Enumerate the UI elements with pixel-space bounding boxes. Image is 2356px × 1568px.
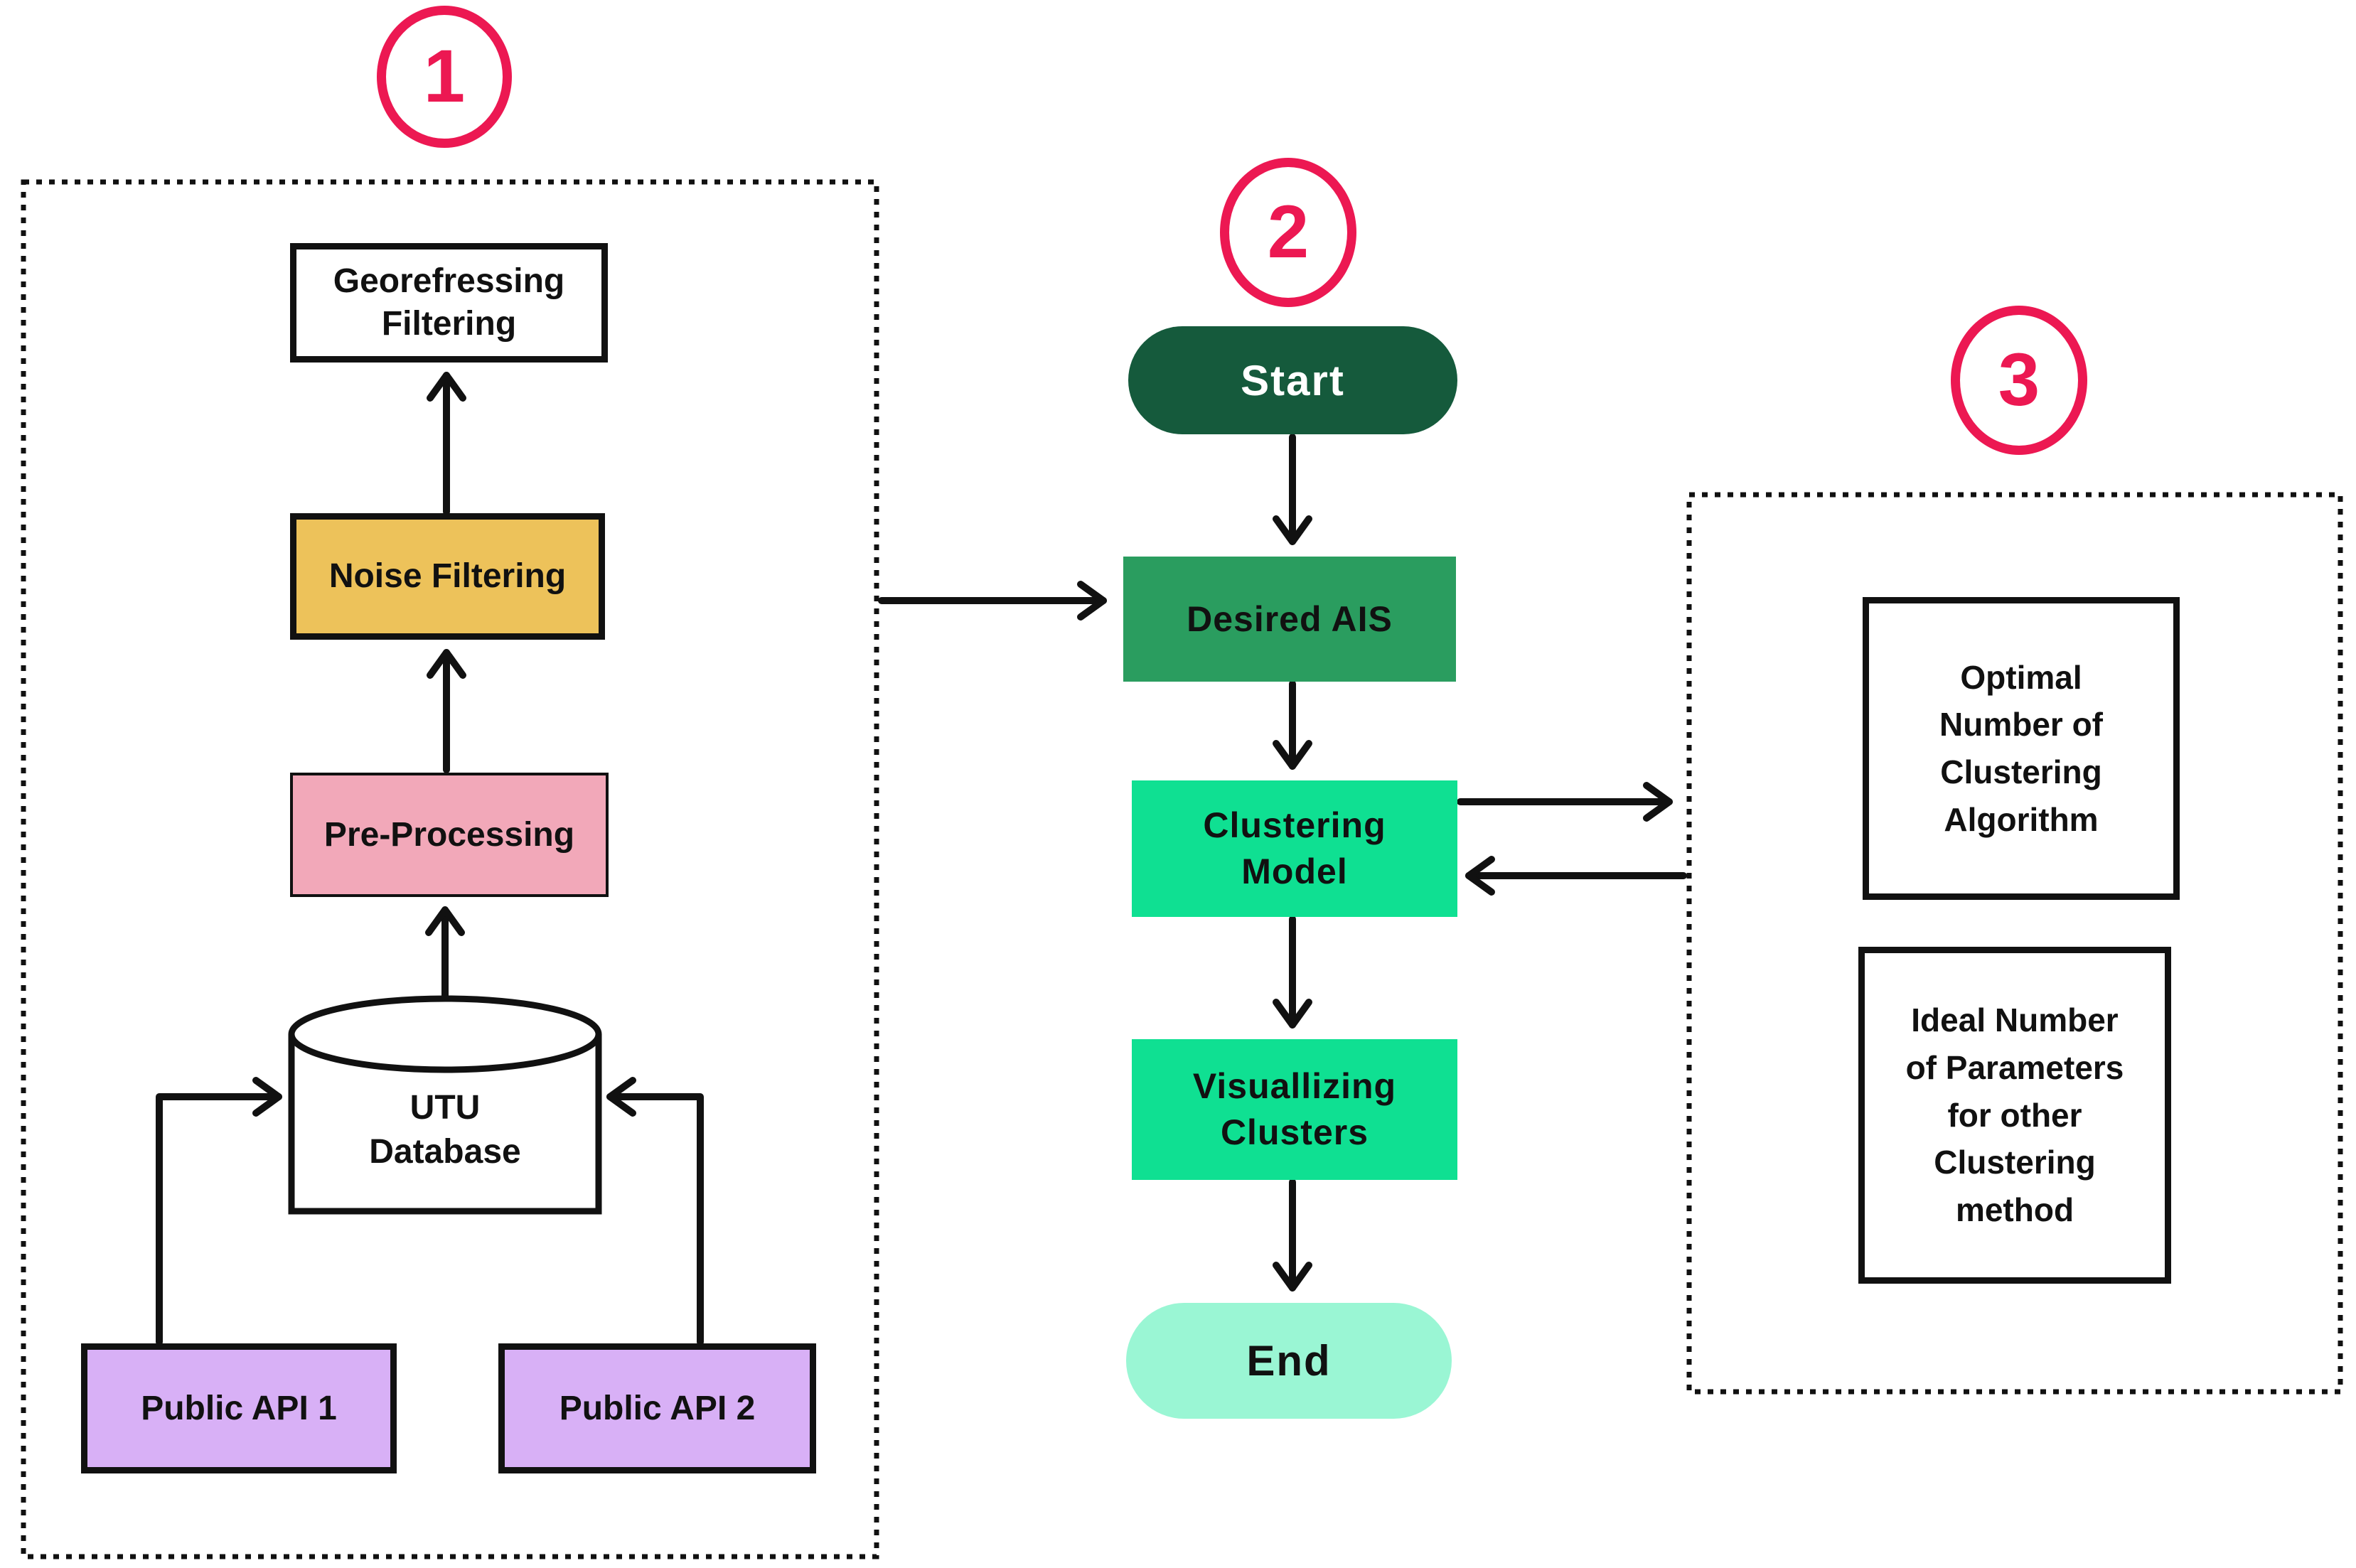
section-3-boundary xyxy=(1686,492,2343,1395)
arrow-api1-to-database xyxy=(156,1077,282,1346)
step-circle-3: 3 xyxy=(1951,306,2087,455)
node-clustering-model: Clustering Model xyxy=(1132,780,1457,917)
node-pre-processing: Pre-Processing xyxy=(290,773,609,897)
node-end: End xyxy=(1126,1303,1452,1419)
step-number-2: 2 xyxy=(1267,190,1310,274)
step-number-3: 3 xyxy=(1998,338,2040,421)
arrow-api2-to-database xyxy=(606,1077,704,1346)
node-utu-database-label: UTU Database xyxy=(369,1088,521,1171)
node-desired-ais: Desired AIS xyxy=(1123,557,1456,682)
node-visualizing-clusters: Visuallizing Clusters xyxy=(1132,1039,1457,1180)
step-circle-1: 1 xyxy=(377,6,512,148)
step-circle-2: 2 xyxy=(1220,158,1356,307)
node-optimal-number: Optimal Number of Clustering Algorithm xyxy=(1863,597,2180,900)
node-public-api-1: Public API 1 xyxy=(81,1343,397,1473)
database-cylinder-shape xyxy=(288,995,602,1215)
node-noise-filtering: Noise Filtering xyxy=(290,513,605,640)
node-public-api-2: Public API 2 xyxy=(498,1343,816,1473)
step-number-1: 1 xyxy=(423,35,466,118)
node-georeferencing-filtering: Georefressing Filtering xyxy=(290,243,608,363)
node-ideal-number: Ideal Number of Parameters for other Clu… xyxy=(1858,947,2171,1284)
section-1-boundary xyxy=(21,179,879,1559)
node-start: Start xyxy=(1128,326,1457,434)
